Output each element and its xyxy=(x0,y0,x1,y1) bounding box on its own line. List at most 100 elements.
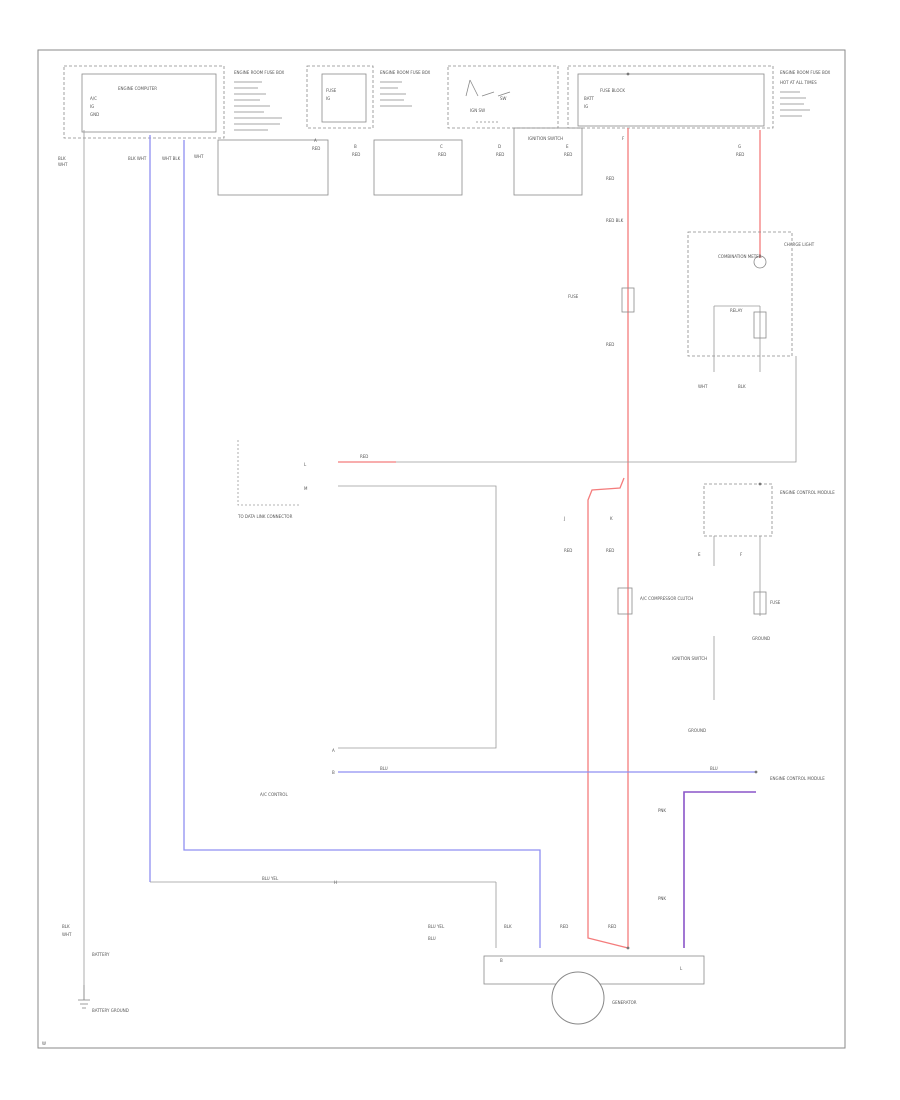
svg-text:BLK WHT: BLK WHT xyxy=(128,156,147,161)
wire-relay-data xyxy=(396,356,797,463)
wire-red-branch xyxy=(587,477,629,949)
sub-box-2 xyxy=(373,139,463,196)
ground-label: GROUND xyxy=(752,636,770,641)
top-module-2 xyxy=(306,65,374,129)
svg-text:C: C xyxy=(440,144,443,149)
side-label-3: ENGINE ROOM FUSE BOX xyxy=(780,70,831,75)
generator-symbol xyxy=(551,971,605,1025)
module-1-pin-c: GND xyxy=(90,112,99,117)
junction-dots xyxy=(626,72,762,950)
data-link-pin-2: M xyxy=(304,486,308,491)
ac-fuse-label: FUSE xyxy=(770,600,781,605)
gen-wire-2: BLU xyxy=(428,936,436,941)
ac-control-label: A/C CONTROL xyxy=(260,792,288,797)
module-4-pin-b: IG xyxy=(584,104,588,109)
data-link-pin-1: L xyxy=(304,462,307,467)
svg-text:A: A xyxy=(314,138,317,143)
module-3-pin: SW xyxy=(500,96,507,101)
gen-pin-l: L xyxy=(680,966,683,971)
gen-wire-1: BLU YEL xyxy=(428,924,445,929)
module-2-pin: IG xyxy=(326,96,330,101)
ecm-module xyxy=(703,483,773,537)
battery-ground-label: BATTERY GROUND xyxy=(92,1008,129,1013)
ignition-label-small: IGNITION SWITCH xyxy=(672,656,707,661)
data-link-bracket xyxy=(237,440,300,506)
compressor-label: A/C COMPRESSOR CLUTCH xyxy=(640,596,693,601)
blu-wire-label-2: BLU xyxy=(710,766,718,771)
side-label-1: ENGINE ROOM FUSE BOX xyxy=(234,70,285,75)
sub-box-3 xyxy=(513,127,583,196)
wire-blue-2 xyxy=(183,140,541,948)
red-label-6: RED xyxy=(564,548,572,553)
data-link-wire: RED xyxy=(360,454,368,459)
purple-label-2: PNK xyxy=(658,896,666,901)
battery-label: BATTERY xyxy=(92,952,110,957)
battery-ground-symbol xyxy=(78,985,90,1009)
side-label-2: ENGINE ROOM FUSE BOX xyxy=(380,70,431,75)
generator-label: GENERATOR xyxy=(612,1000,637,1005)
relay-coil xyxy=(753,311,767,339)
frame-id: W xyxy=(42,1041,46,1046)
blu-wire-label: BLU xyxy=(380,766,388,771)
module-1-pin-a: A/C xyxy=(90,96,97,101)
module-1-label: ENGINE COMPUTER xyxy=(118,86,157,91)
ignition-switch-symbol xyxy=(465,79,511,123)
fuse-inline xyxy=(621,287,635,313)
sub-box-3-label: IGNITION SWITCH xyxy=(528,136,563,141)
top-module-4 xyxy=(567,65,774,129)
diagram-frame xyxy=(37,49,846,1049)
ac-control-pin-2: B xyxy=(332,770,335,775)
svg-text:D: D xyxy=(498,144,501,149)
svg-text:RED: RED xyxy=(352,152,360,157)
wire-data-2 xyxy=(338,485,497,749)
side-label-4: HOT AT ALL TIMES xyxy=(780,80,817,85)
top-module-1 xyxy=(63,65,225,139)
ecm-right-label: ENGINE CONTROL MODULE xyxy=(770,776,825,781)
svg-text:G: G xyxy=(738,144,741,149)
module-3-label: IGN SW xyxy=(470,108,485,113)
gen-wire-3: BLK xyxy=(504,924,512,929)
svg-text:F: F xyxy=(622,136,625,141)
relay-label: RELAY xyxy=(730,308,743,313)
module-2-label: FUSE xyxy=(326,88,337,93)
ac-control-pin-1: A xyxy=(332,748,335,753)
charge-light-label: CHARGE LIGHT xyxy=(784,242,815,247)
data-link-label: TO DATA LINK CONNECTOR xyxy=(237,514,293,519)
side-text-lines xyxy=(234,81,810,131)
svg-text:WHT BLK: WHT BLK xyxy=(162,156,181,161)
red-label-1: RED xyxy=(606,176,614,181)
svg-text:RED: RED xyxy=(496,152,504,157)
gen-wire-4: RED xyxy=(560,924,568,929)
relay-box xyxy=(687,231,793,357)
svg-text:WHT: WHT xyxy=(194,154,204,159)
red-label-5: K xyxy=(610,516,613,521)
top-module-1-inner xyxy=(81,73,217,133)
red-label-2: RED BLK xyxy=(606,218,624,223)
red-label-7: RED xyxy=(606,548,614,553)
label-batt-2: WHT xyxy=(62,932,72,937)
ac-fuse xyxy=(753,591,767,615)
svg-text:RED: RED xyxy=(564,152,572,157)
ecm-pin-1: E xyxy=(698,552,701,557)
svg-text:B: B xyxy=(354,144,357,149)
svg-text:BLK: BLK xyxy=(58,156,66,161)
top-module-3 xyxy=(447,65,559,129)
charge-light-label-2: COMBINATION METER xyxy=(718,254,762,259)
red-label-4: J xyxy=(563,516,565,521)
module-4-label: FUSE BLOCK xyxy=(600,88,625,93)
wire-purple xyxy=(683,791,756,948)
gen-pin-b: B xyxy=(500,958,503,963)
label-batt: BLK xyxy=(62,924,70,929)
svg-text:E: E xyxy=(566,144,569,149)
gen-wire-5: RED xyxy=(608,924,616,929)
label-mid-wire: BLU YEL xyxy=(262,876,279,881)
module-1-pin-b: IG xyxy=(90,104,94,109)
relay-pin-1: WHT xyxy=(698,384,708,389)
connector-labels-top: BLK WHT BLK WHT WHT BLK WHT A RED B RED … xyxy=(58,136,744,167)
relay-pin-2: BLK xyxy=(738,384,746,389)
ecm-module-label: ENGINE CONTROL MODULE xyxy=(780,490,835,495)
compressor-switch xyxy=(617,587,633,615)
red-label-3: RED xyxy=(606,342,614,347)
ecm-pin-2: F xyxy=(740,552,743,557)
